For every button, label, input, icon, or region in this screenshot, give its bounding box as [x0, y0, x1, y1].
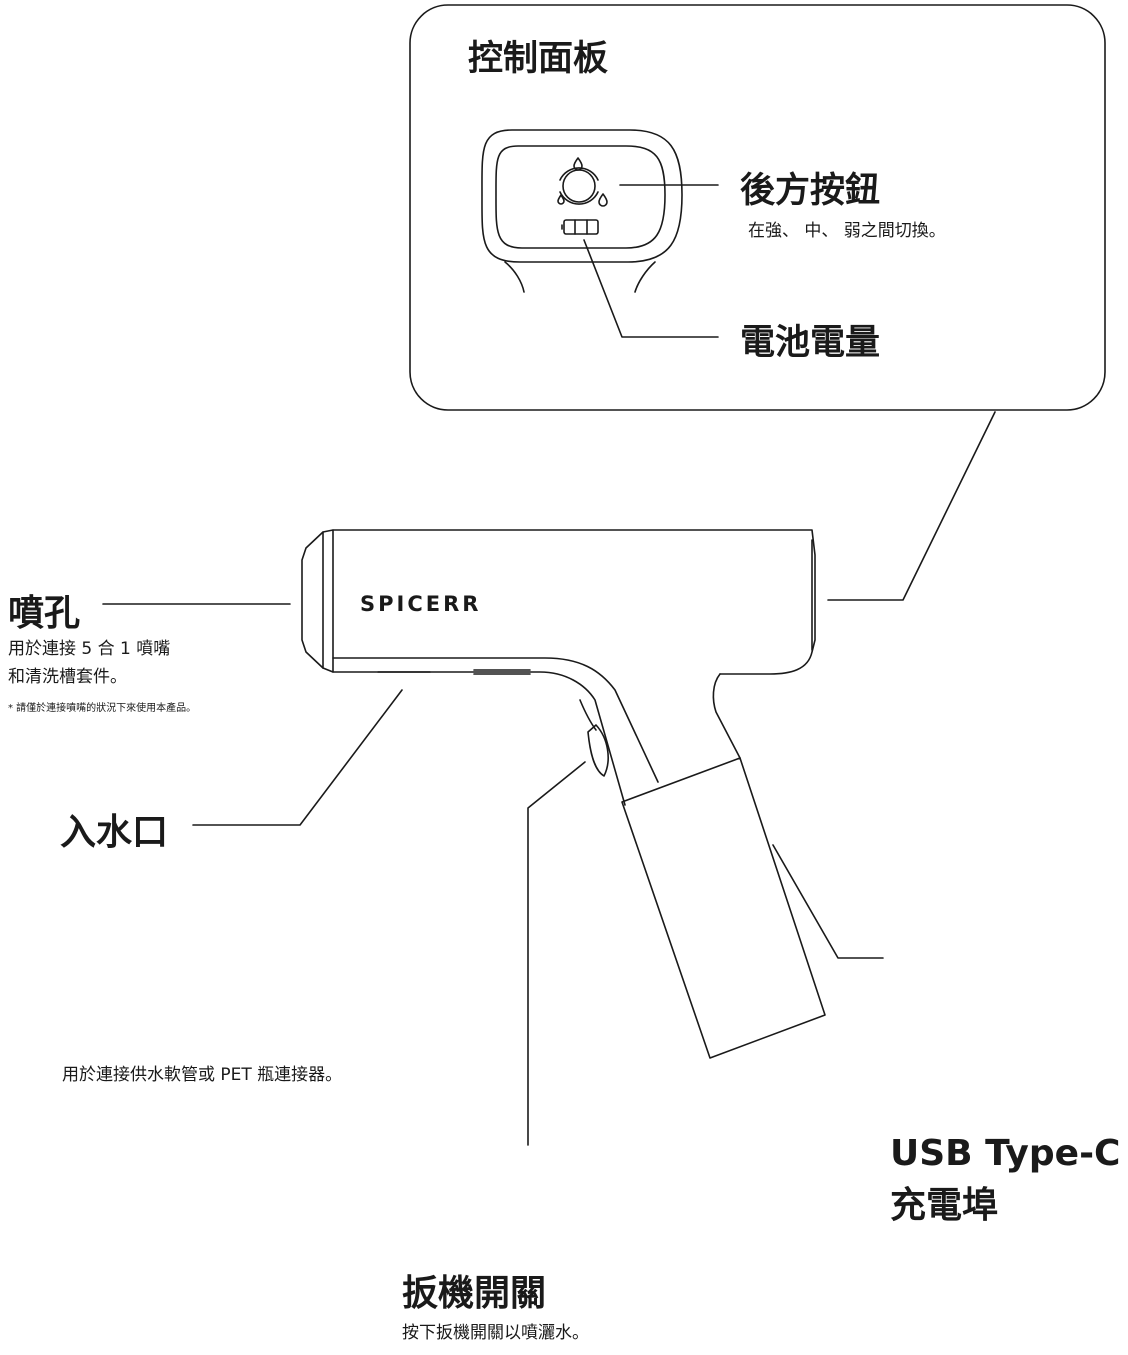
water-inlet-title: 入水口	[60, 812, 169, 853]
leader-water-inlet	[192, 689, 403, 826]
battery-title: 電池電量	[740, 323, 881, 363]
rear-button-icon	[562, 169, 596, 203]
rear-button-title: 後方按鈕	[740, 171, 881, 211]
control-panel-illustration	[481, 129, 683, 293]
leader-usb	[772, 844, 884, 959]
trigger-title: 扳機開關	[402, 1273, 547, 1314]
leader-control-panel	[827, 411, 996, 601]
trigger-desc: 按下扳機開關以噴灑水。	[402, 1323, 589, 1343]
nozzle-note: * 請僅於連接噴嘴的狀況下來使用本產品。	[8, 703, 197, 714]
device-illustration	[301, 529, 826, 1059]
nozzle-desc-line2: 和清洗槽套件。	[8, 667, 127, 687]
nozzle-title: 噴孔	[8, 593, 81, 634]
leader-battery	[583, 239, 719, 338]
device-brand-logo: SPICERR	[360, 592, 481, 616]
water-inlet-desc: 用於連接供水軟管或 PET 瓶連接器。	[62, 1065, 343, 1085]
leader-trigger	[527, 761, 586, 1146]
control-panel-box	[409, 4, 1106, 411]
usb-title-line1: USB Type-C	[890, 1133, 1121, 1174]
rear-button-desc: 在強、 中、 弱之間切換。	[748, 221, 946, 241]
control-panel-title: 控制面板	[468, 39, 609, 79]
nozzle-desc-line1: 用於連接 5 合 1 噴嘴	[8, 639, 171, 659]
usb-title-line2: 充電埠	[890, 1185, 999, 1226]
battery-indicator-icon	[561, 219, 599, 235]
